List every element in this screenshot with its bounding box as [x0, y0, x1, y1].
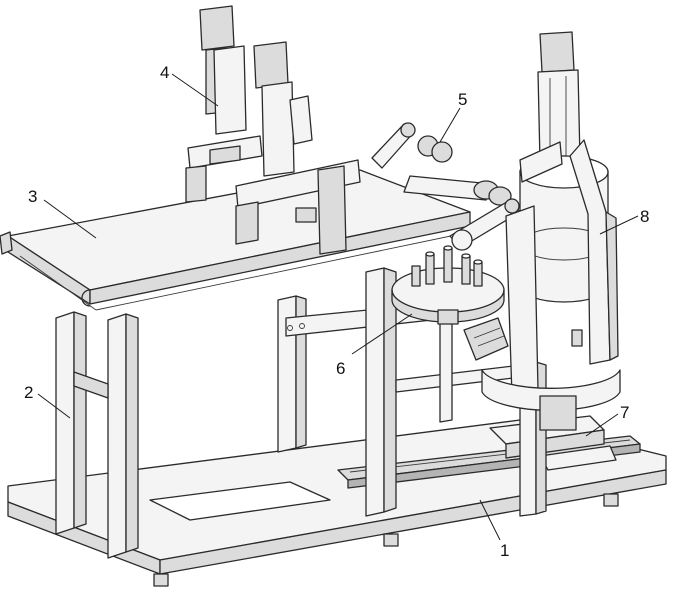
frame-legs — [55, 267, 547, 559]
label-3: 3 — [28, 187, 37, 206]
gripper-modules — [185, 5, 361, 255]
callout-labels: 4 5 3 8 6 2 7 1 — [24, 63, 649, 560]
label-7: 7 — [620, 403, 629, 422]
turntable — [391, 245, 509, 361]
leader-lines — [37, 73, 639, 541]
label-4: 4 — [160, 63, 169, 82]
label-8: 8 — [640, 207, 649, 226]
label-1: 1 — [500, 541, 509, 560]
press-rollers — [371, 122, 521, 251]
label-2: 2 — [24, 383, 33, 402]
lift-column — [481, 31, 621, 431]
label-5: 5 — [458, 90, 467, 109]
label-6: 6 — [336, 359, 345, 378]
base-feet — [153, 493, 619, 587]
